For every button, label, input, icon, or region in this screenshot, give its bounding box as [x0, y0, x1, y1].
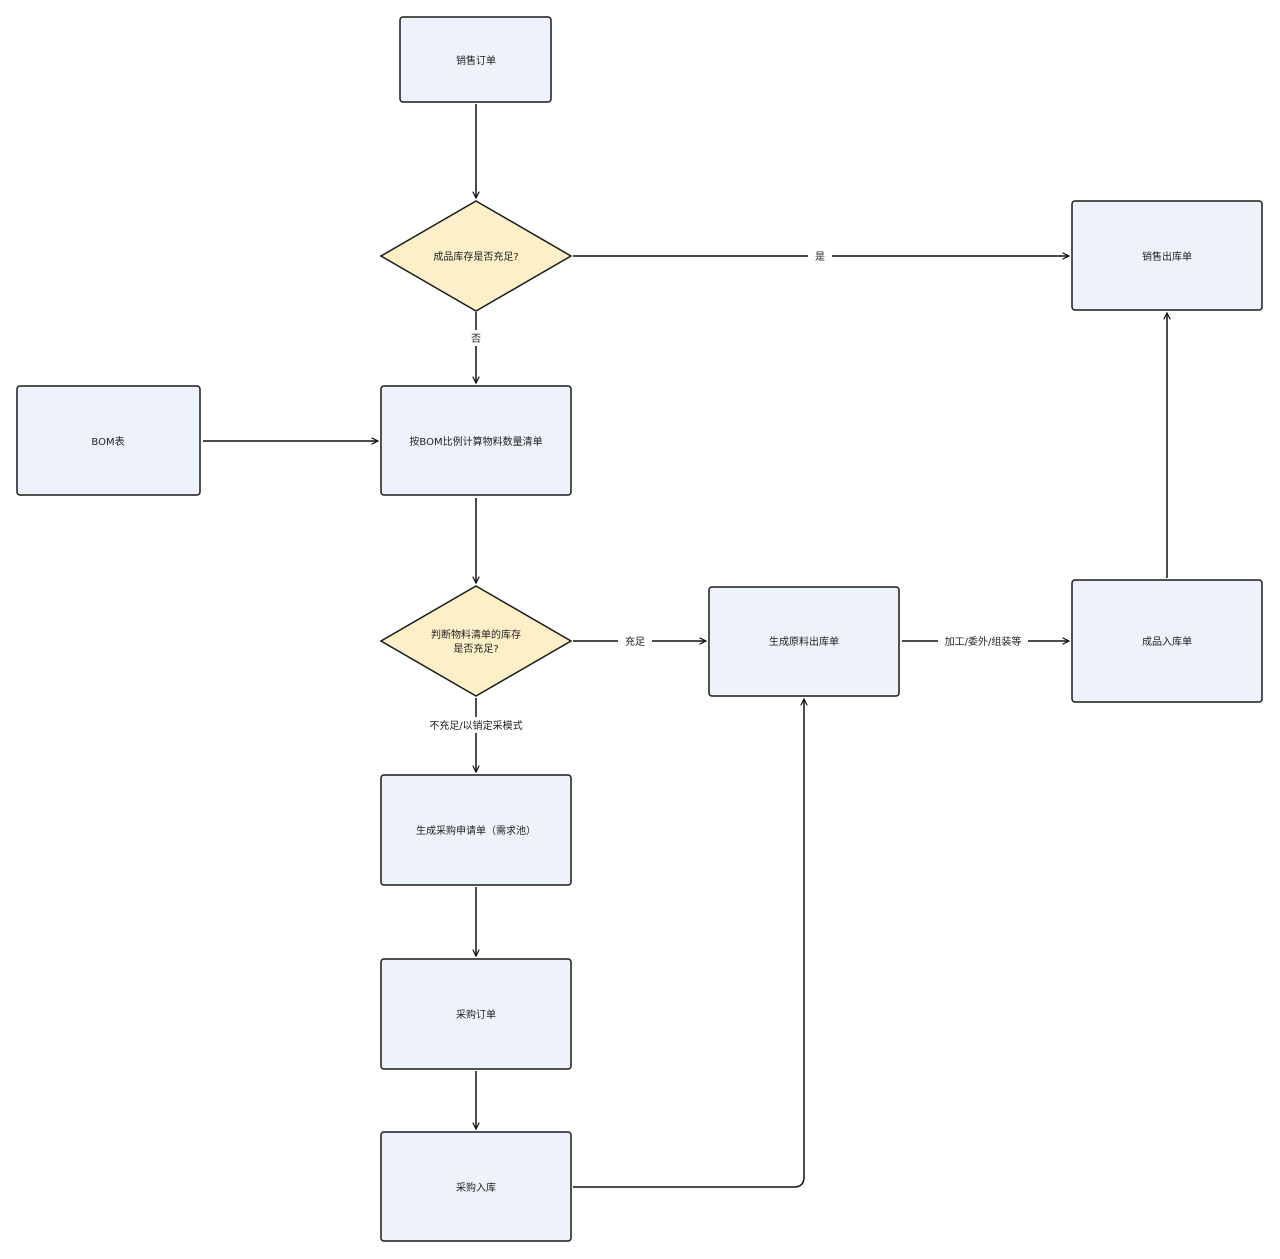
- edge-label-sufficient: 充足: [618, 633, 652, 649]
- edge-label-process: 加工/委外/组装等: [938, 633, 1028, 649]
- node-bom-table-shape: [16, 385, 201, 496]
- node-purchase-request-label: 生成采购申请单（需求池）: [416, 824, 536, 837]
- edge-label-sufficient-text: 充足: [625, 635, 645, 648]
- node-bom-calc-label: 按BOM比例计算物料数量清单: [409, 435, 542, 448]
- node-purchase-order-shape: [380, 958, 572, 1070]
- node-purchase-order-label: 采购订单: [456, 1008, 496, 1021]
- node-bom-table[interactable]: BOM表: [16, 385, 201, 496]
- node-sales-order[interactable]: 销售订单: [399, 16, 552, 103]
- node-purchase-order[interactable]: 采购订单: [380, 958, 572, 1070]
- node-bom-table-label: BOM表: [91, 435, 124, 448]
- edge-label-yes: 是: [808, 248, 832, 264]
- node-material-check-shape: [379, 585, 573, 697]
- node-purchase-inbound-label: 采购入库: [456, 1181, 496, 1194]
- node-material-check[interactable]: 判断物料清单的库存 是否充足?: [379, 585, 573, 697]
- node-stock-check-shape: [379, 200, 573, 312]
- node-purchase-inbound[interactable]: 采购入库: [380, 1131, 572, 1242]
- node-stock-check-label: 成品库存是否充足?: [433, 250, 518, 263]
- node-sales-outbound-label: 销售出库单: [1142, 250, 1192, 263]
- edge-label-no-text: 否: [471, 333, 481, 345]
- node-sales-outbound-shape: [1071, 200, 1263, 311]
- edge-purchase-inbound-to-raw-outbound: [573, 699, 804, 1188]
- node-purchase-request[interactable]: 生成采购申请单（需求池）: [380, 774, 572, 886]
- nodes: 销售订单 成品库存是否充足? 销售出库单 BOM表 按BOM比例计算物料数量清单…: [16, 16, 1263, 1242]
- node-stock-check[interactable]: 成品库存是否充足?: [379, 200, 573, 312]
- edge-label-process-text: 加工/委外/组装等: [945, 635, 1022, 648]
- node-material-check-label-line1: 判断物料清单的库存: [431, 628, 521, 641]
- node-bom-calc[interactable]: 按BOM比例计算物料数量清单: [380, 385, 572, 496]
- edge-labels: 是 否 充足 加工/委外/组装等 不充足/以销定采模式: [422, 248, 1028, 733]
- node-material-check-label-line2: 是否充足?: [453, 642, 498, 655]
- node-sales-order-shape: [399, 16, 552, 103]
- node-raw-outbound-shape: [708, 586, 900, 697]
- node-purchase-inbound-shape: [380, 1131, 572, 1242]
- node-sales-order-label: 销售订单: [456, 54, 496, 67]
- edge-label-yes-text: 是: [815, 251, 825, 263]
- edge-label-insufficient: 不充足/以销定采模式: [422, 717, 530, 733]
- node-product-inbound[interactable]: 成品入库单: [1071, 579, 1263, 703]
- node-product-inbound-shape: [1071, 579, 1263, 703]
- node-product-inbound-label: 成品入库单: [1142, 635, 1192, 648]
- edge-label-insufficient-text: 不充足/以销定采模式: [429, 719, 522, 732]
- node-raw-outbound-label: 生成原料出库单: [769, 635, 839, 648]
- edge-label-no: 否: [464, 330, 488, 346]
- node-raw-outbound[interactable]: 生成原料出库单: [708, 586, 900, 697]
- node-sales-outbound[interactable]: 销售出库单: [1071, 200, 1263, 311]
- node-purchase-request-shape: [380, 774, 572, 886]
- node-bom-calc-shape: [380, 385, 572, 496]
